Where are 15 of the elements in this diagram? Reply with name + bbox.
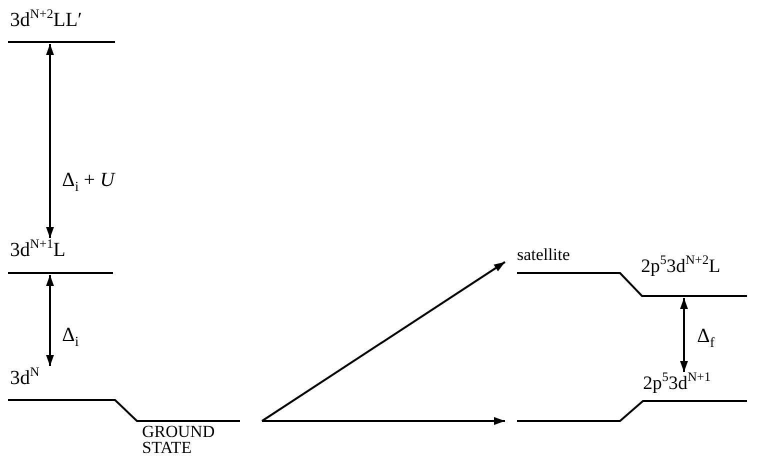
arrow xyxy=(46,275,54,366)
edge-label: Δ$_{i}$ xyxy=(62,323,79,352)
level-label: 2p$^{5}$3d$^{N+1}$ xyxy=(643,372,711,396)
arrow xyxy=(261,261,506,422)
edge-label: Δ$_{f}$ xyxy=(697,324,715,353)
level-label: GROUND STATE xyxy=(142,424,216,456)
level-label: 2p$^{5}$3d$^{N+2}$L xyxy=(641,255,720,279)
arrow xyxy=(262,417,505,425)
edge-label: Δ$_{i}$ + U xyxy=(62,168,114,197)
level-label: 3d$^{N}$ xyxy=(10,366,40,391)
level-label: 3d$^{N+2}$LL′ xyxy=(10,8,82,33)
level-label: 3d$^{N+1}$L xyxy=(10,238,66,263)
arrow xyxy=(46,44,54,238)
arrow xyxy=(680,298,688,372)
level-label: satellite xyxy=(517,247,571,263)
